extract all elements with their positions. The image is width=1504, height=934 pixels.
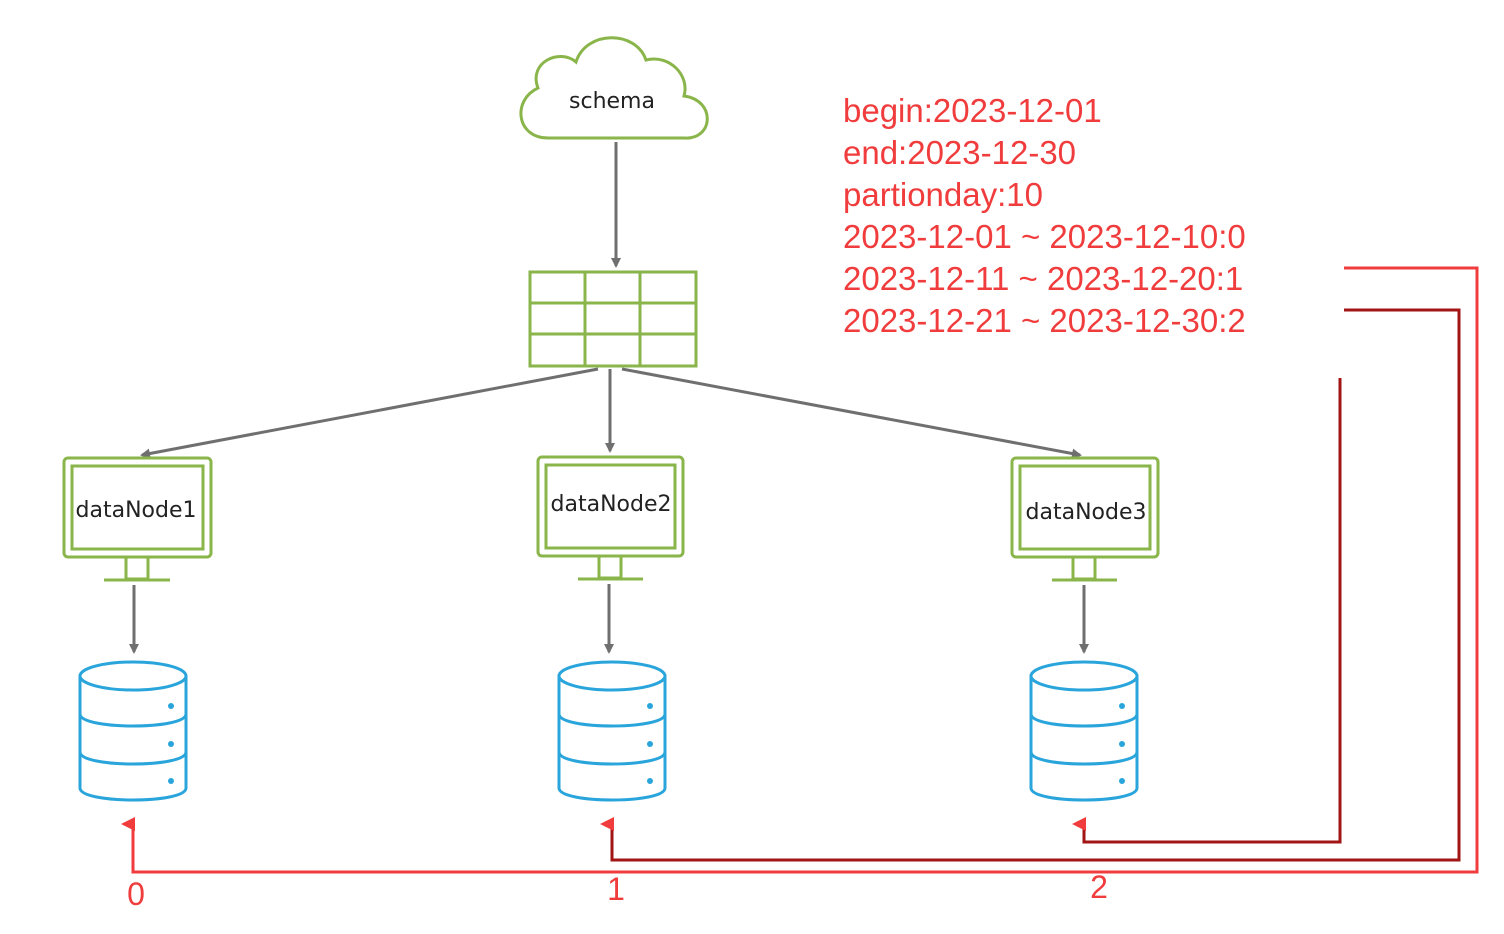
- datanode2-label: dataNode2: [551, 492, 672, 517]
- note-line-end: end:2023-12-30: [843, 134, 1076, 171]
- schema-label: schema: [569, 89, 655, 114]
- datanode1-label: dataNode1: [76, 498, 197, 523]
- schema-cloud-icon: [519, 36, 709, 140]
- note-line-range-0: 2023-12-01 ~ 2023-12-10:0: [843, 218, 1246, 255]
- table-grid-icon: [528, 270, 698, 368]
- table-to-datanode3-arrow: [621, 367, 1082, 459]
- note-line-begin: begin:2023-12-01: [843, 92, 1102, 129]
- datanode1-monitor-icon: [62, 456, 213, 582]
- datanode3-label: dataNode3: [1026, 500, 1147, 525]
- datanode2-monitor-icon: [536, 455, 685, 581]
- database3-icon: [1029, 660, 1139, 802]
- database1-icon: [78, 660, 188, 802]
- database2-icon: [557, 660, 667, 802]
- note-line-range-2: 2023-12-21 ~ 2023-12-30:2: [843, 302, 1246, 339]
- route-partition-1-arrow: [600, 308, 1461, 862]
- note-line-partionday: partionday:10: [843, 176, 1043, 213]
- partition-note: begin:2023-12-01 end:2023-12-30 partiond…: [843, 92, 1246, 339]
- table-to-datanode1-arrow: [140, 367, 599, 459]
- route-partition-2-arrow: [1072, 378, 1342, 844]
- partition-index-1: 1: [607, 871, 625, 907]
- route-partition-0-arrow: [121, 266, 1479, 874]
- datanode3-monitor-icon: [1010, 456, 1160, 582]
- partition-index-2: 2: [1090, 869, 1108, 905]
- partition-index-0: 0: [127, 876, 145, 912]
- note-line-range-1: 2023-12-11 ~ 2023-12-20:1: [843, 260, 1243, 297]
